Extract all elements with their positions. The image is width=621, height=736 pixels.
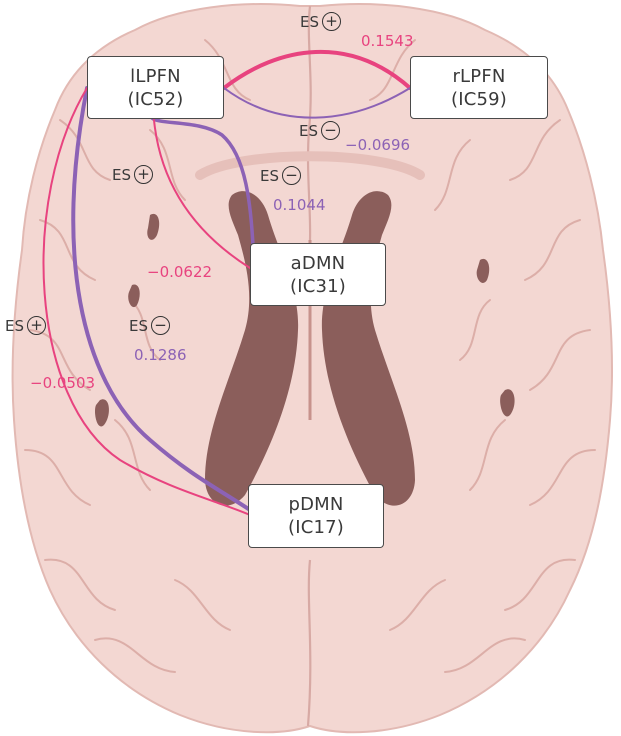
plus-circle-icon: +	[27, 316, 46, 335]
value-llpfn-rlpfn-positive: 0.1543	[361, 32, 414, 50]
es-marker-llpfn-admn-positive: ES +	[112, 165, 153, 184]
node-llpfn: lLPFN (IC52)	[87, 56, 224, 119]
es-marker-llpfn-rlpfn-negative: ES −	[299, 121, 340, 140]
value-llpfn-admn-positive: −0.0622	[147, 263, 212, 281]
plus-circle-icon: +	[134, 165, 153, 184]
node-pdmn: pDMN (IC17)	[248, 484, 384, 548]
minus-circle-icon: −	[151, 316, 170, 335]
node-admn-ic: (IC31)	[290, 275, 346, 298]
plus-circle-icon: +	[322, 12, 341, 31]
value-llpfn-pdmn-positive: −0.0503	[30, 374, 95, 392]
es-marker-llpfn-rlpfn-positive: ES +	[300, 12, 341, 31]
node-rlpfn-name: rLPFN	[452, 65, 505, 88]
es-label: ES	[5, 317, 24, 335]
minus-circle-icon: −	[321, 121, 340, 140]
minus-circle-icon: −	[282, 166, 301, 185]
es-label: ES	[129, 317, 148, 335]
node-pdmn-ic: (IC17)	[288, 516, 344, 539]
node-rlpfn-ic: (IC59)	[451, 88, 507, 111]
es-marker-llpfn-admn-negative: ES −	[260, 166, 301, 185]
es-label: ES	[260, 167, 279, 185]
es-marker-llpfn-pdmn-negative: ES −	[129, 316, 170, 335]
es-label: ES	[300, 13, 319, 31]
node-rlpfn: rLPFN (IC59)	[410, 56, 548, 119]
node-llpfn-ic: (IC52)	[127, 88, 183, 111]
value-llpfn-admn-negative: 0.1044	[273, 196, 326, 214]
es-label: ES	[112, 166, 131, 184]
node-admn-name: aDMN	[291, 252, 346, 275]
es-marker-llpfn-pdmn-positive: ES +	[5, 316, 46, 335]
value-llpfn-pdmn-negative: 0.1286	[134, 346, 187, 364]
node-admn: aDMN (IC31)	[250, 243, 386, 306]
es-label: ES	[299, 122, 318, 140]
value-llpfn-rlpfn-negative: −0.0696	[345, 136, 410, 154]
node-pdmn-name: pDMN	[288, 493, 343, 516]
node-llpfn-name: lLPFN	[130, 65, 181, 88]
